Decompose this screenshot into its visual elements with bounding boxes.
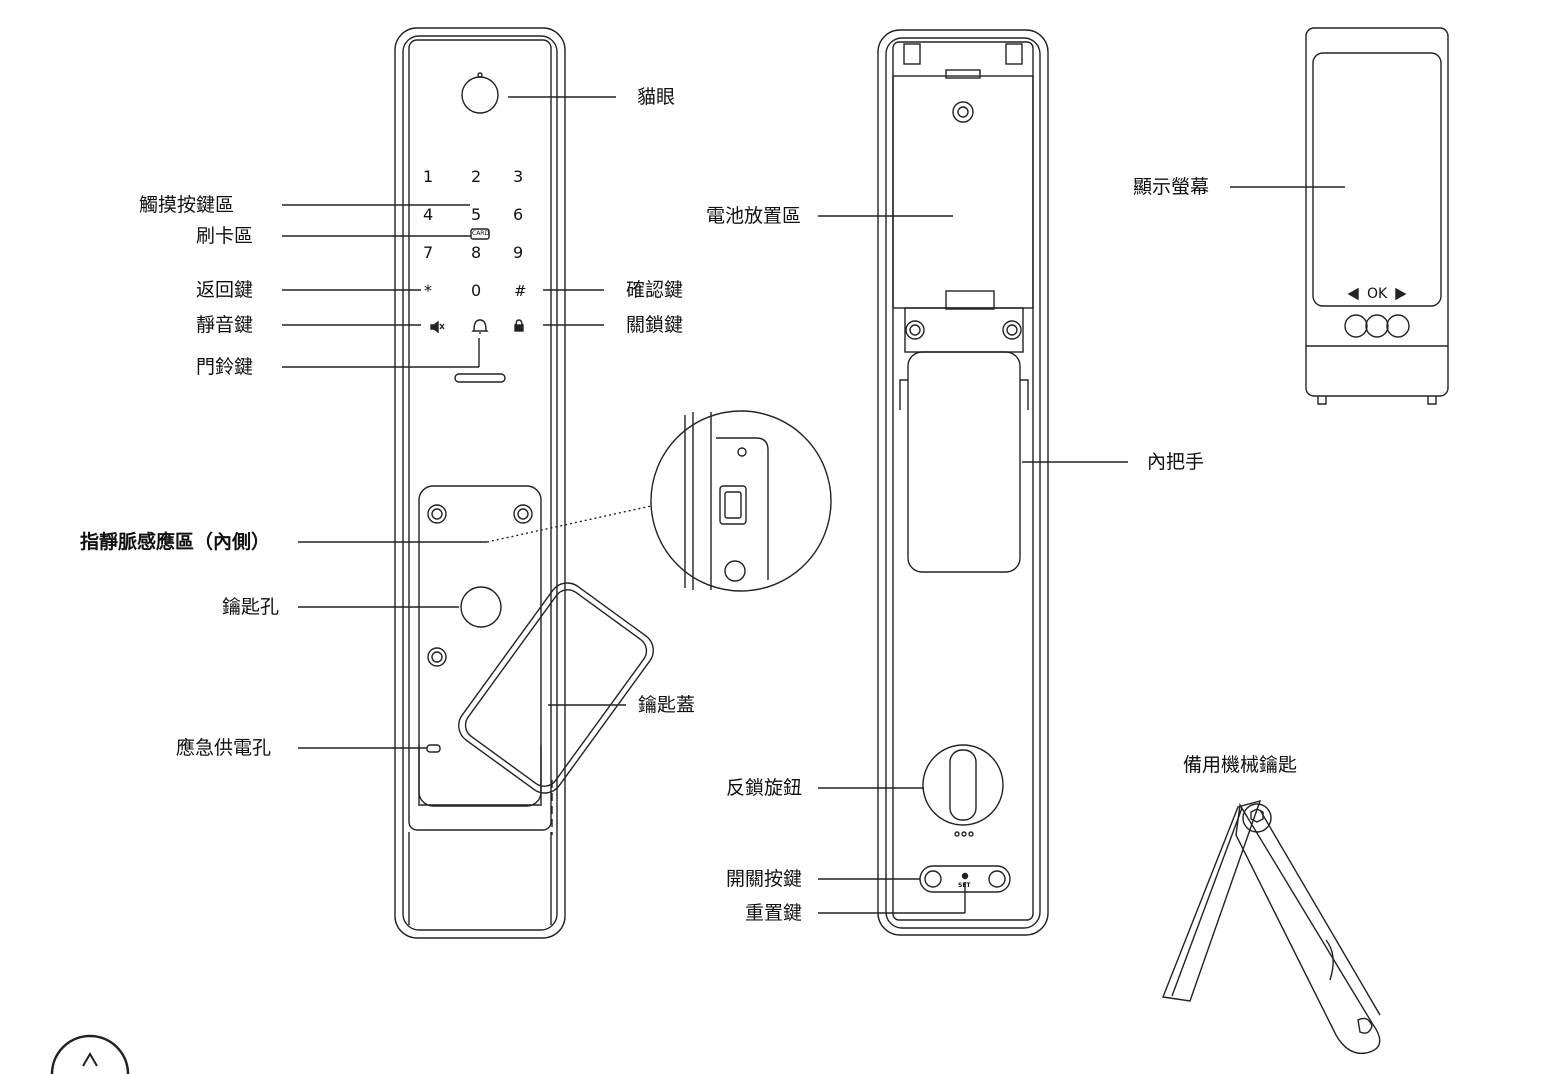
- set-mark: SET: [958, 882, 971, 889]
- label-anti-lock-knob: 反鎖旋鈕: [726, 777, 803, 799]
- key-4[interactable]: 4: [423, 205, 434, 224]
- key-cover[interactable]: [452, 576, 661, 800]
- label-mute-key: 靜音鍵: [196, 314, 254, 336]
- label-peephole: 貓眼: [637, 86, 676, 108]
- label-switch-key: 開關按鍵: [726, 868, 803, 890]
- key-hash[interactable]: #: [514, 282, 527, 300]
- label-key-cover: 鑰匙蓋: [638, 694, 696, 716]
- label-inner-handle: 內把手: [1147, 451, 1205, 473]
- screen-ok-text: OK: [1367, 286, 1388, 302]
- screen-button-right[interactable]: [1386, 314, 1410, 338]
- lock-icon[interactable]: [514, 319, 524, 332]
- key-5[interactable]: 5: [471, 205, 482, 224]
- key-6[interactable]: 6: [513, 205, 524, 224]
- caution-icon: [50, 1034, 130, 1074]
- label-display: 顯示螢幕: [1133, 176, 1210, 198]
- key-star[interactable]: *: [424, 281, 432, 300]
- label-keyhole: 鑰匙孔: [222, 596, 280, 618]
- screen-button-center[interactable]: [1365, 314, 1389, 338]
- front-panel: [394, 27, 661, 939]
- key-3[interactable]: 3: [513, 167, 524, 186]
- label-touch-keypad: 觸摸按鍵區: [139, 194, 235, 216]
- label-doorbell-key: 門鈴鍵: [196, 356, 254, 378]
- key-7[interactable]: 7: [423, 243, 434, 262]
- inner-handle[interactable]: [907, 351, 1021, 573]
- bell-icon[interactable]: [471, 319, 489, 334]
- key-2[interactable]: 2: [471, 167, 482, 186]
- finger-vein-slot: [454, 373, 506, 383]
- label-battery-area: 電池放置區: [706, 205, 802, 227]
- label-finger-vein: 指靜脈感應區（內側）: [80, 531, 271, 553]
- label-lock-key: 關鎖鍵: [626, 314, 684, 336]
- leader-lines: [282, 96, 1345, 914]
- key-9[interactable]: 9: [513, 243, 524, 262]
- key-1[interactable]: 1: [423, 167, 434, 186]
- label-card-area: 刷卡區: [196, 225, 254, 247]
- key-0[interactable]: 0: [471, 281, 482, 300]
- spare-key-drawing: [1162, 799, 1381, 1055]
- keypad: 1 2 3 4 5 6 7 8 9 * 0 #: [423, 166, 537, 306]
- key-8[interactable]: 8: [471, 243, 482, 262]
- back-panel: [877, 29, 1049, 936]
- label-back-key: 返回鍵: [196, 279, 254, 301]
- anti-lock-knob[interactable]: [922, 744, 1004, 826]
- peephole-icon: [461, 76, 499, 114]
- label-emergency-power: 應急供電孔: [176, 737, 272, 759]
- arrow-left-icon: [1347, 287, 1359, 301]
- screen-module: [1305, 27, 1449, 405]
- label-reset-key: 重置鍵: [745, 902, 803, 924]
- arrow-right-icon: [1395, 287, 1407, 301]
- finger-vein-magnifier: [486, 410, 832, 592]
- card-mark: CARD: [472, 230, 490, 237]
- screen-button-left[interactable]: [1344, 314, 1368, 338]
- reset-button[interactable]: [961, 872, 969, 880]
- keyhole-icon: [460, 586, 502, 628]
- label-confirm-key: 確認鍵: [626, 279, 684, 301]
- label-spare-key: 備用機械鑰匙: [1183, 754, 1298, 776]
- mute-icon[interactable]: [430, 320, 445, 334]
